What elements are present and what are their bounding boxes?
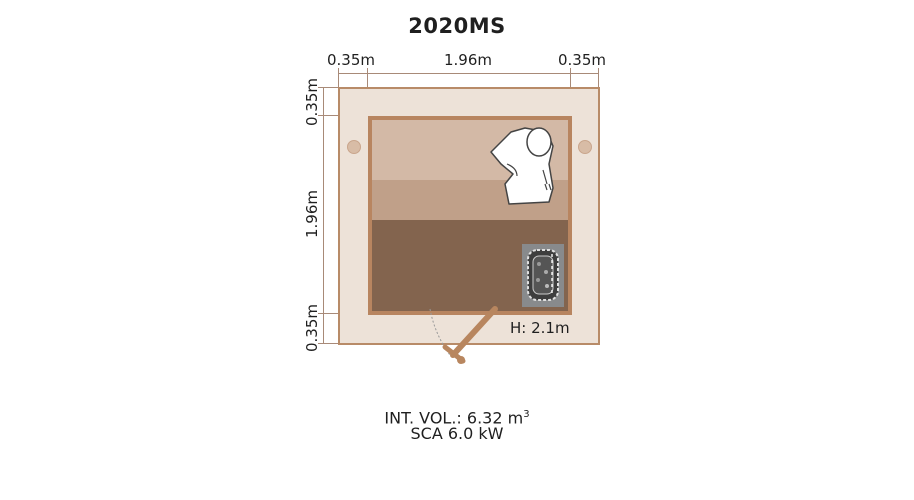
dim-left-bottom: 0.35m — [303, 303, 322, 353]
dim-top-center: 1.96m — [444, 51, 493, 69]
dim-top-left: 0.35m — [327, 51, 376, 69]
volume-text: INT. VOL.: 6.32 m — [384, 408, 524, 428]
footer-volume: INT. VOL.: 6.32 m3 — [0, 405, 914, 428]
door-icon — [429, 306, 498, 364]
dim-top-right: 0.35m — [558, 51, 607, 69]
dim-left-center: 1.96m — [303, 189, 322, 239]
tick-left-1 — [318, 87, 338, 88]
heater-stove — [522, 244, 564, 307]
ceiling-height: H: 2.1m — [510, 319, 570, 337]
dim-line-top — [338, 73, 599, 74]
wall-light-right — [578, 140, 592, 154]
footer-heater: SCA 6.0 kW — [410, 424, 504, 443]
wall-light-left — [347, 140, 361, 154]
tick-top-1 — [338, 68, 339, 87]
model-title: 2020MS — [408, 14, 506, 38]
person-icon — [490, 127, 554, 205]
stones-icon — [527, 249, 559, 301]
volume-unit-sup: 3 — [523, 409, 530, 420]
tick-left-4 — [318, 343, 338, 344]
dim-left-top: 0.35m — [303, 77, 322, 127]
dim-line-left — [323, 87, 324, 344]
tick-top-4 — [598, 68, 599, 87]
